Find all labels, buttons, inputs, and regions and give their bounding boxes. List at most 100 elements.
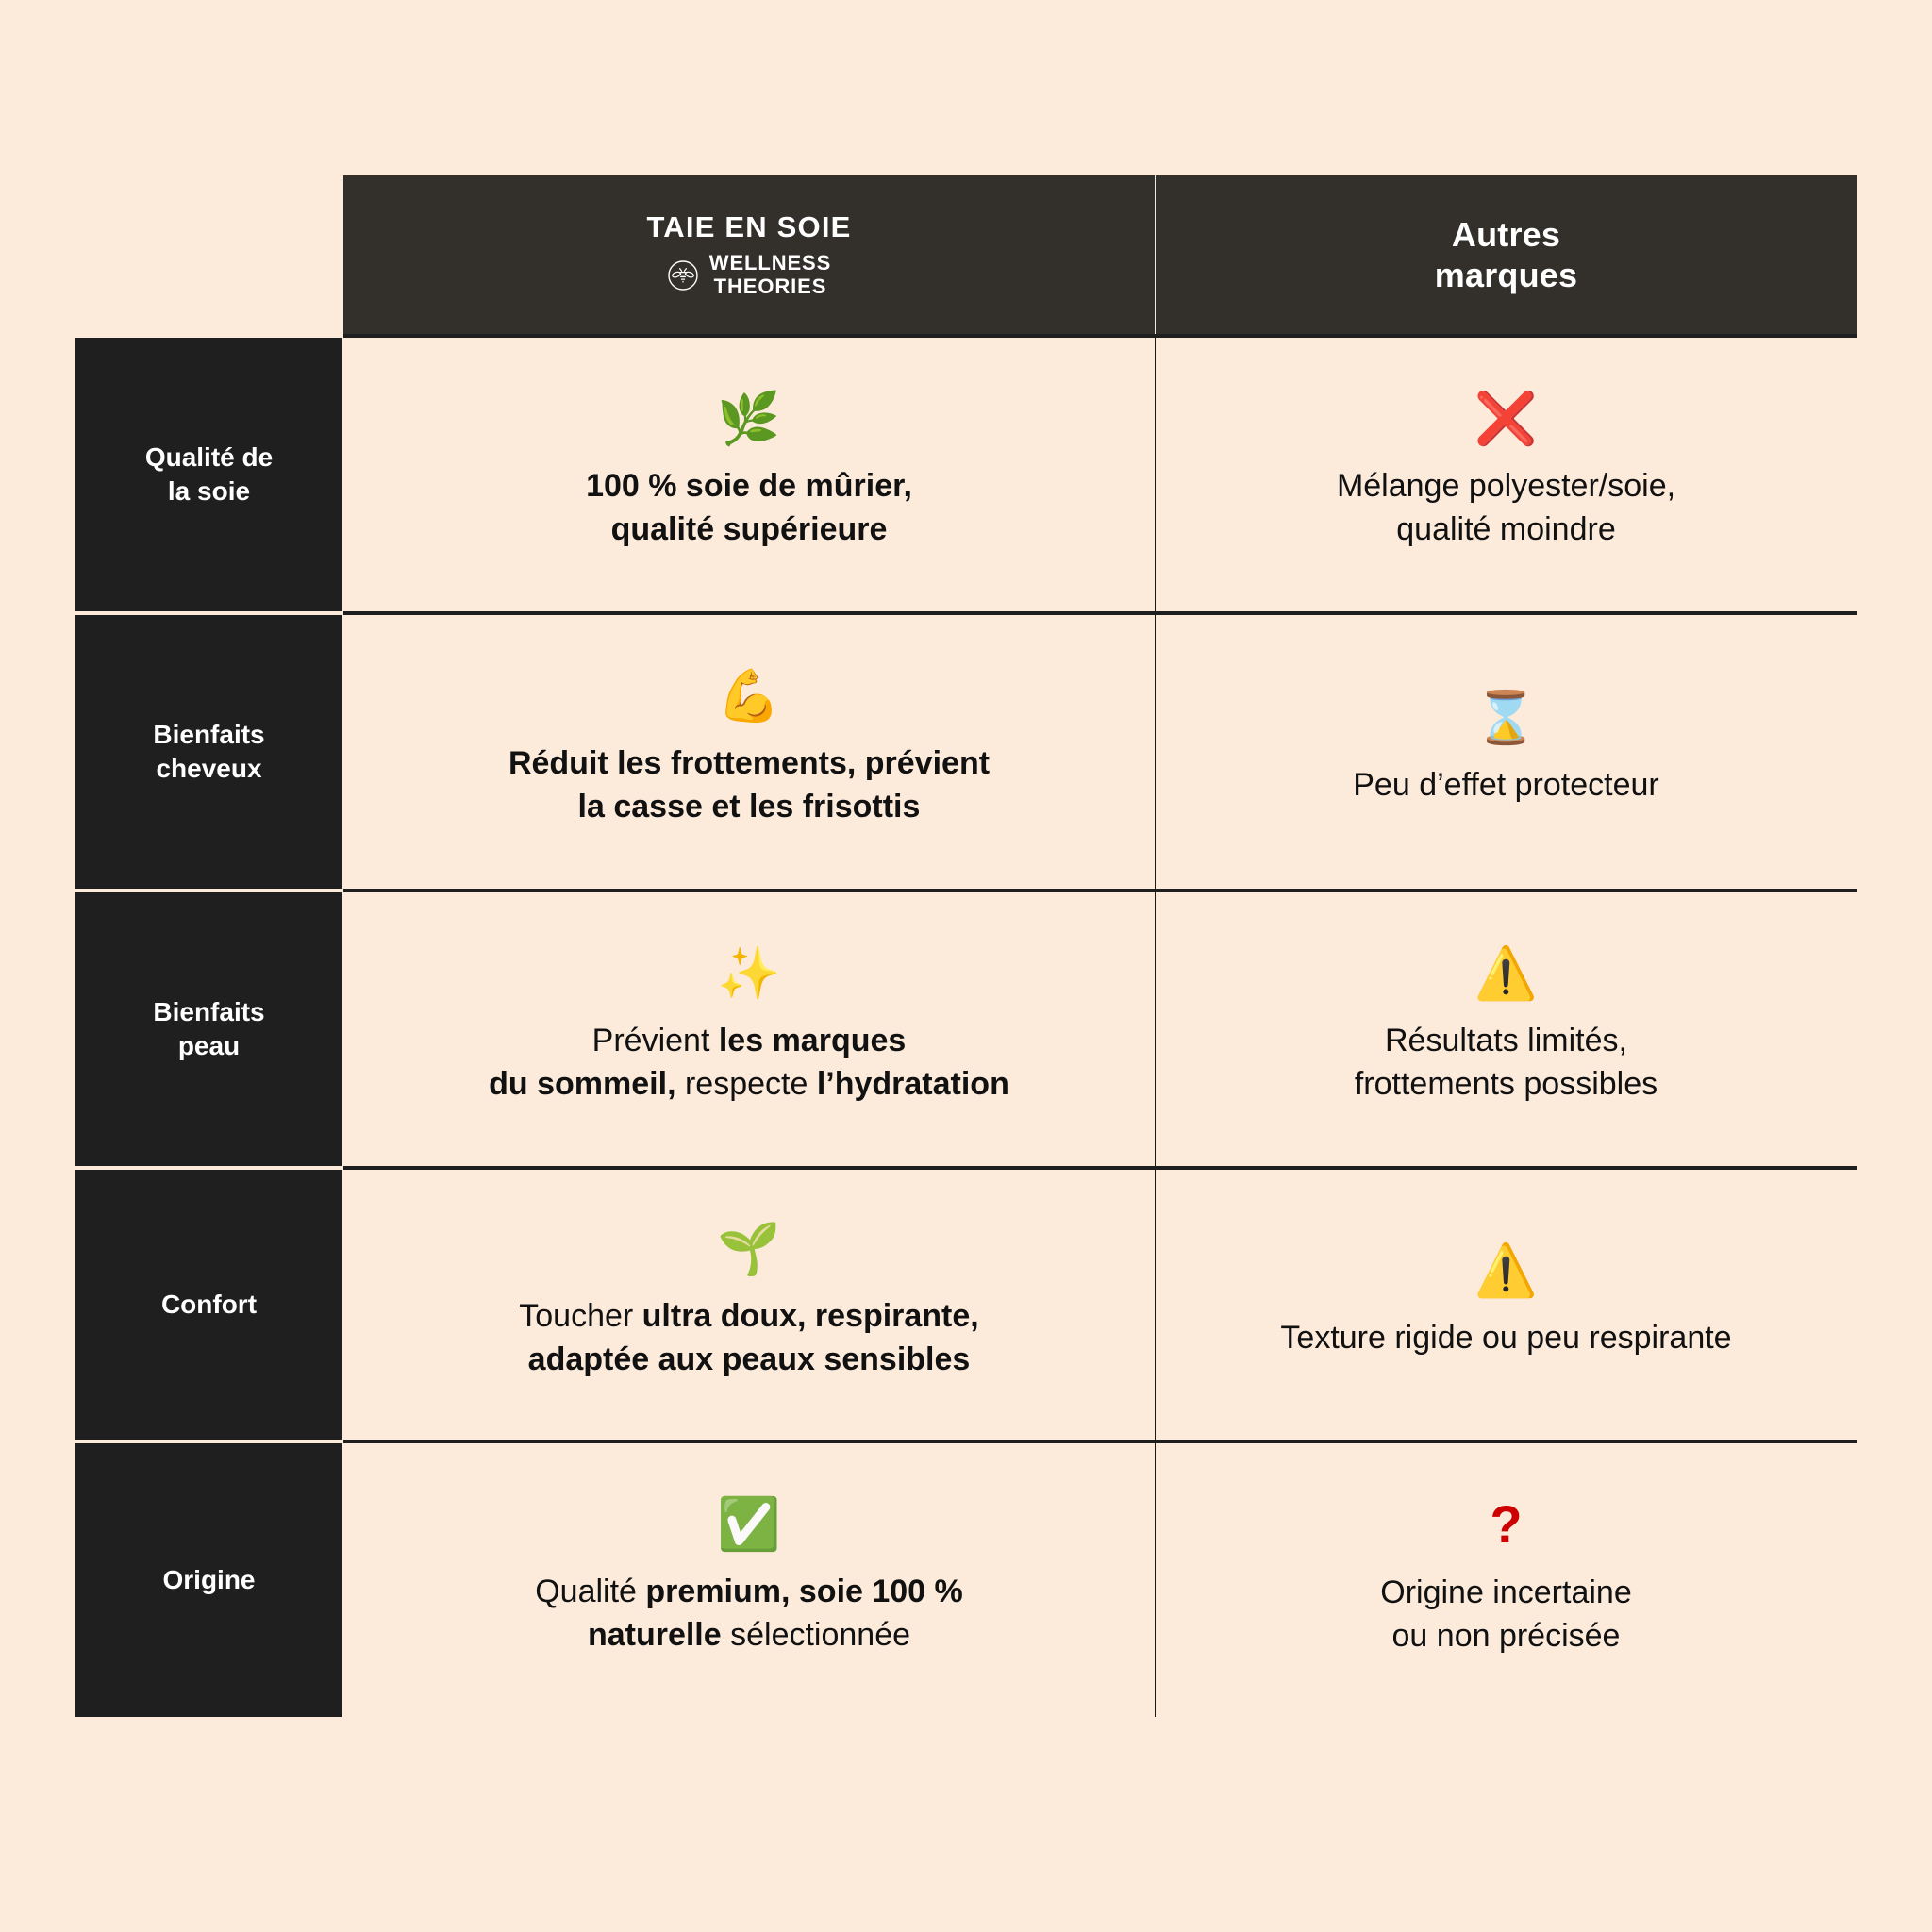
row-label-line1: Bienfaits	[153, 719, 265, 749]
cell-text-seg-2: premium, soie 100 %	[645, 1574, 963, 1610]
other-brands-line2: marques	[1434, 256, 1578, 294]
other-brands-line1: Autres	[1451, 214, 1561, 254]
column-divider-row-3	[1155, 892, 1156, 1166]
cell-text: Peu d’effet protecteur	[1353, 767, 1659, 804]
row-label-line1: Confort	[160, 1289, 258, 1319]
cell-text-seg-3: du sommeil,	[489, 1066, 676, 1102]
row-gap-a-3	[342, 1166, 343, 1170]
cell-secondary-qualite-de-la-soie: ❌ Mélange polyester/soie, qualité moindr…	[1156, 338, 1857, 611]
row-gap-label-3	[75, 1166, 342, 1170]
warning-emoji: ⚠️	[1474, 1242, 1539, 1300]
header-corner-spacer	[75, 175, 342, 334]
cell-text-line1: Résultats limités,	[1385, 1023, 1627, 1059]
cell-text: Origine incertaine ou non précisée	[1380, 1572, 1631, 1657]
cell-secondary-origine: ? Origine incertaine ou non précisée	[1156, 1443, 1857, 1717]
cell-text: Résultats limités, frottements possibles	[1355, 1020, 1657, 1106]
row-gap-2	[342, 615, 343, 889]
cell-text-seg-5: l’hydratation	[816, 1066, 1009, 1102]
header-cell-other-brands: Autres marques	[1156, 175, 1857, 334]
row-label-line2: la soie	[167, 476, 251, 506]
row-gap-5	[342, 1443, 343, 1717]
row-label-line2: cheveux	[156, 754, 262, 783]
row-label-confort: Confort	[75, 1170, 342, 1440]
row-rule-4	[343, 1440, 1857, 1443]
header-column-divider	[1155, 175, 1156, 334]
flexed-biceps-emoji: 💪	[717, 668, 781, 725]
cell-text-line1: Mélange polyester/soie,	[1336, 468, 1676, 505]
row-gap-a-2	[342, 889, 343, 892]
header-row-gap-a	[342, 334, 343, 338]
header-gap-left	[342, 175, 343, 334]
column-divider-row-4	[1155, 1170, 1156, 1440]
brand-title: TAIE EN SOIE	[646, 209, 852, 243]
cell-text-seg-3: naturelle	[587, 1617, 722, 1653]
cell-primary-origine: ✅ Qualité premium, soie 100 % naturelle …	[343, 1443, 1155, 1717]
cell-text-seg-3: adaptée aux peaux sensibles	[527, 1341, 971, 1377]
cell-text: Texture rigide ou peu respirante	[1280, 1320, 1732, 1357]
herb-leaf-emoji: 🌿	[717, 391, 781, 448]
sparkles-emoji: ✨	[717, 945, 781, 1003]
cell-text-line2: ou non précisée	[1391, 1618, 1621, 1654]
cell-text-line2: frottements possibles	[1354, 1066, 1658, 1102]
cell-primary-bienfaits-cheveux: 💪 Réduit les frottements, prévient la ca…	[343, 615, 1155, 889]
warning-emoji: ⚠️	[1474, 945, 1539, 1003]
row-label-origine: Origine	[75, 1443, 342, 1717]
row-label-line2: peau	[177, 1031, 241, 1060]
brand-lockup: WELLNESS THEORIES	[667, 250, 832, 298]
row-gap-label-2	[75, 889, 342, 892]
cell-text-line1: Réduit les frottements, prévient	[508, 745, 991, 782]
column-divider-row-1	[1155, 338, 1156, 611]
cell-text: 100 % soie de mûrier, qualité supérieure	[586, 465, 912, 551]
row-label-bienfaits-cheveux: Bienfaits cheveux	[75, 615, 342, 889]
cell-text-seg-1: Toucher	[519, 1298, 642, 1335]
seedling-emoji: 🌱	[717, 1221, 781, 1278]
header-row-rule-divider	[1155, 334, 1156, 338]
brand-subtitle: WELLNESS THEORIES	[708, 250, 832, 298]
row-gap-a-4	[342, 1440, 343, 1443]
cell-text-seg-2: les marques	[718, 1023, 907, 1059]
cell-text: Mélange polyester/soie, qualité moindre	[1337, 465, 1675, 551]
row-label-line1: Origine	[162, 1564, 256, 1594]
header-row-rule-secondary	[1156, 334, 1857, 338]
comparison-table: TAIE EN SOIE WELL	[75, 175, 1857, 1717]
cell-text: Qualité premium, soie 100 % naturelle sé…	[535, 1571, 963, 1657]
white-check-mark-emoji: ✅	[717, 1496, 781, 1554]
cell-text-seg-4: sélectionnée	[721, 1617, 911, 1653]
cross-mark-emoji: ❌	[1474, 391, 1539, 448]
row-rule-3	[343, 1166, 1857, 1170]
row-rule-2	[343, 889, 1857, 892]
cell-text-seg-2: ultra doux, respirante,	[641, 1298, 979, 1335]
column-divider-row-5	[1155, 1443, 1156, 1717]
cell-text-line1: 100 % soie de mûrier,	[586, 468, 912, 505]
row-rule-1	[343, 611, 1857, 615]
row-label-bienfaits-peau: Bienfaits peau	[75, 892, 342, 1166]
row-gap-4	[342, 1170, 343, 1440]
row-label-qualite-de-la-soie: Qualité de la soie	[75, 338, 342, 611]
row-gap-label-4	[75, 1440, 342, 1443]
cell-text-line1: Origine incertaine	[1380, 1574, 1632, 1611]
header-row-gap-label	[75, 334, 342, 338]
bee-in-circle-icon	[667, 259, 699, 291]
brand-subtitle-line1: WELLNESS	[708, 250, 832, 275]
cell-secondary-bienfaits-peau: ⚠️ Résultats limités, frottements possib…	[1156, 892, 1857, 1166]
row-gap-1	[342, 338, 343, 611]
cell-text-seg-4: respecte	[675, 1066, 817, 1102]
cell-secondary-confort: ⚠️ Texture rigide ou peu respirante	[1156, 1170, 1857, 1440]
cell-text-seg-1: Qualité	[535, 1574, 646, 1610]
cell-text-line2: la casse et les frisottis	[577, 789, 921, 824]
cell-text: Toucher ultra doux, respirante, adaptée …	[519, 1295, 979, 1381]
cell-primary-qualite-de-la-soie: 🌿 100 % soie de mûrier, qualité supérieu…	[343, 338, 1155, 611]
cell-primary-bienfaits-peau: ✨ Prévient les marques du sommeil, respe…	[343, 892, 1155, 1166]
hourglass-emoji: ⌛	[1474, 690, 1539, 747]
row-gap-a-1	[342, 611, 343, 615]
row-label-line1: Qualité de	[144, 441, 274, 472]
cell-text-line2: qualité moindre	[1396, 511, 1616, 547]
row-gap-3	[342, 892, 343, 1166]
red-question-mark-icon: ?	[1490, 1494, 1523, 1555]
header-row-rule-primary	[343, 334, 1155, 338]
header-cell-brand: TAIE EN SOIE WELL	[343, 175, 1155, 334]
cell-text: Réduit les frottements, prévient la cass…	[508, 742, 990, 828]
cell-secondary-bienfaits-cheveux: ⌛ Peu d’effet protecteur	[1156, 615, 1857, 889]
row-gap-label-1	[75, 611, 342, 615]
